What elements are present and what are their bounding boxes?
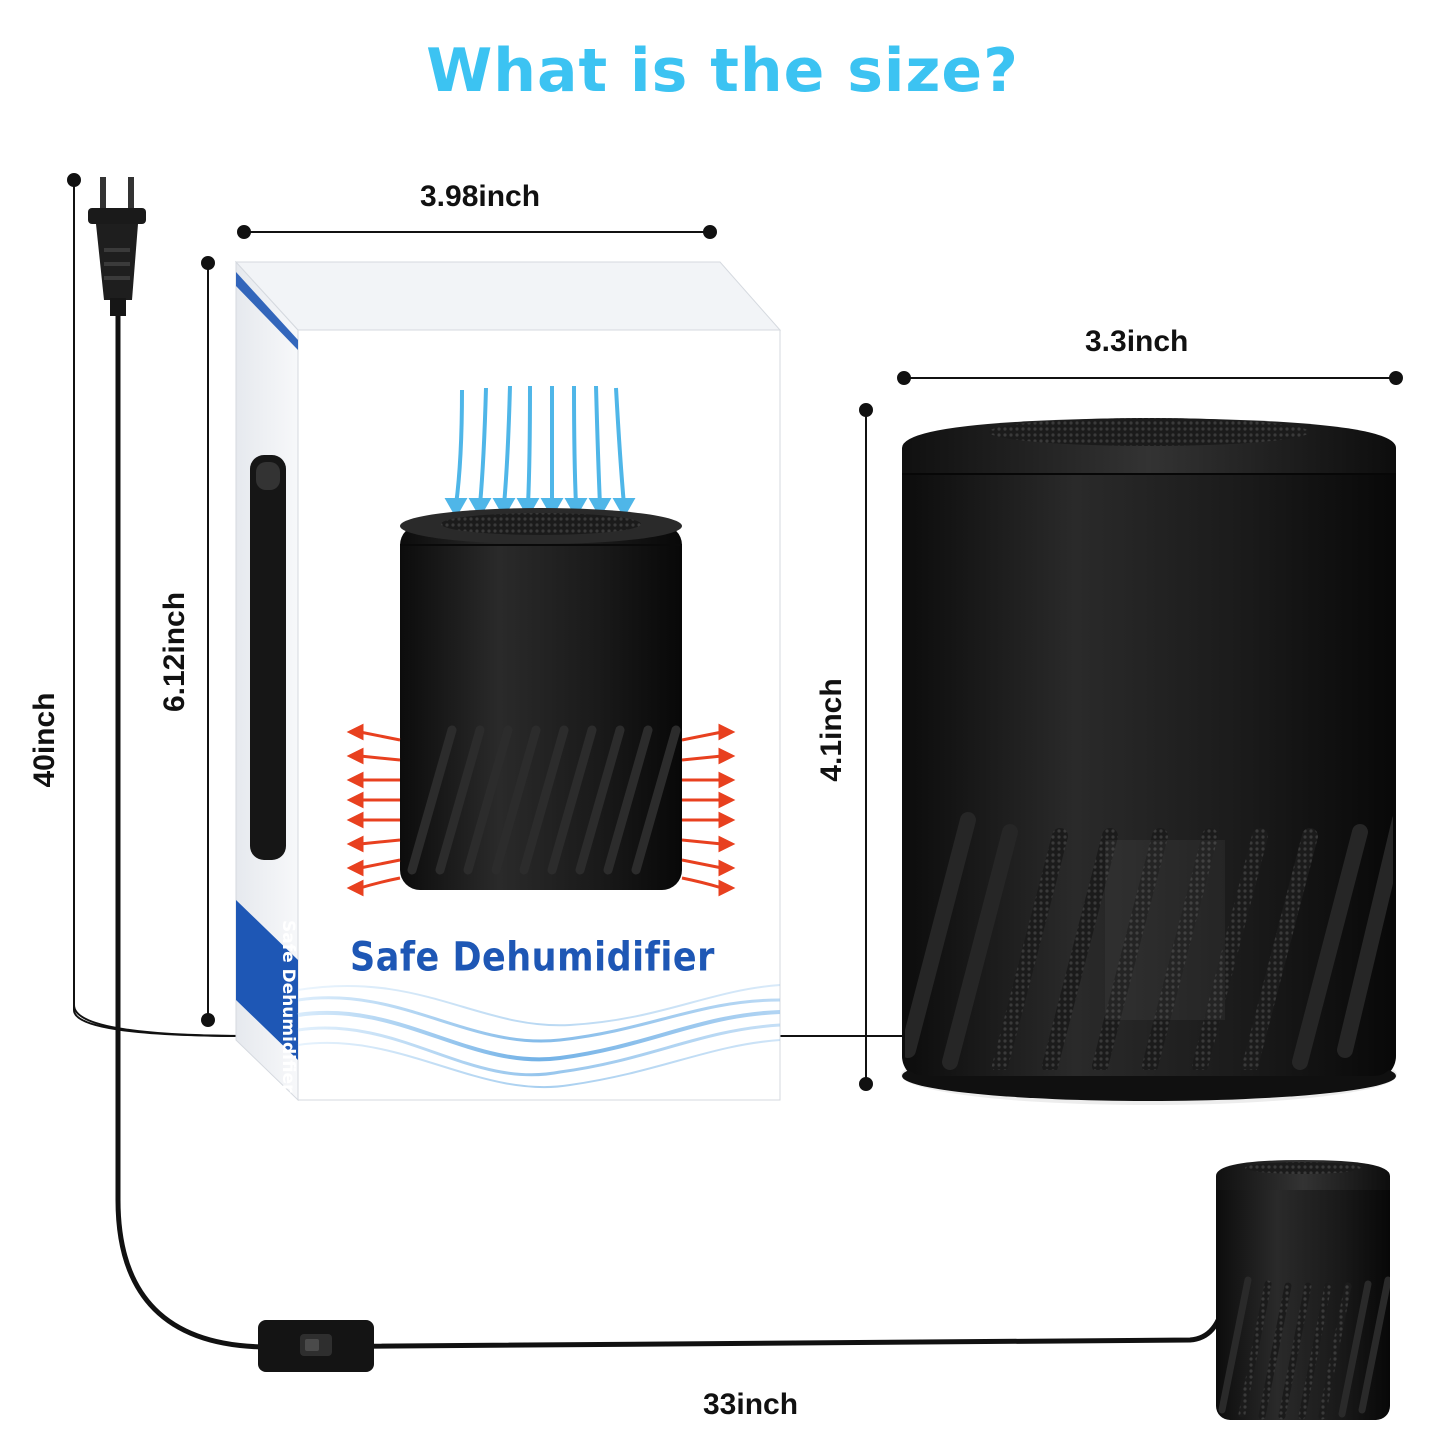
box-wave-graphic [297, 984, 781, 1089]
unit-small [1216, 1160, 1390, 1420]
box-front-label: Safe Dehumidifier [350, 935, 715, 981]
plug-icon [88, 177, 146, 316]
page-title: What is the size? [426, 36, 1019, 106]
cable-length-label: 33inch [703, 1388, 799, 1421]
cord-length-label: 40inch [28, 692, 61, 788]
unit-height-label: 4.1inch [815, 678, 848, 782]
inline-switch-icon [258, 1320, 374, 1372]
box-unit-image [400, 508, 682, 890]
air-outflow-arrows [346, 723, 736, 897]
box-side-label: Safe Dehumidifier [278, 920, 298, 1093]
air-inflow-arrows [444, 385, 636, 519]
box-height-label: 6.12inch [158, 591, 191, 713]
box-width-label: 3.98inch [420, 180, 541, 213]
product-box [234, 260, 782, 1102]
cord-guide-curve [73, 1004, 251, 1037]
unit-width-label: 3.3inch [1085, 325, 1189, 358]
power-cord [115, 297, 1227, 1350]
unit-large [901, 418, 1397, 1105]
